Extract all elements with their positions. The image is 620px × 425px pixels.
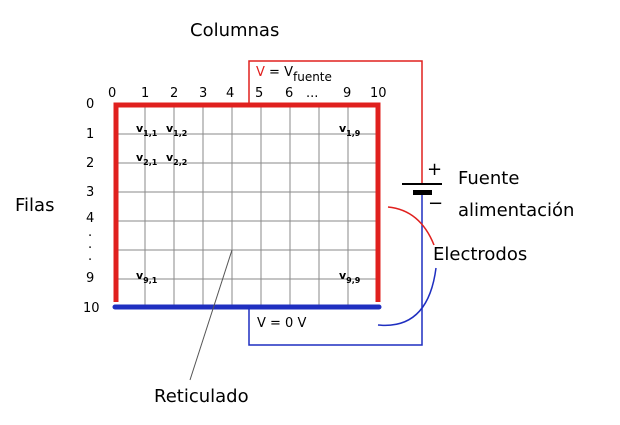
minus-sign: − bbox=[428, 193, 443, 214]
bottom-voltage-label: V = 0 V bbox=[257, 316, 306, 331]
node-label: v9,1 bbox=[136, 269, 158, 285]
row-tick: . bbox=[88, 249, 92, 264]
column-tick: 0 bbox=[108, 86, 116, 101]
plus-sign: + bbox=[427, 159, 442, 180]
row-tick: 10 bbox=[83, 301, 100, 316]
node-labels: v1,1 v1,2 v1,9 v2,1 v2,2 v9,1 v9,9 bbox=[136, 122, 361, 285]
grid bbox=[116, 103, 378, 307]
negative-wire bbox=[248, 193, 423, 346]
grid-label: Reticulado bbox=[154, 386, 249, 407]
node-label: v1,2 bbox=[166, 122, 187, 138]
node-label: v1,1 bbox=[136, 122, 158, 138]
row-tick: . bbox=[88, 225, 92, 240]
rows-title: Filas bbox=[15, 195, 54, 216]
row-tick: 3 bbox=[86, 185, 94, 200]
electrode-pointer-red bbox=[387, 206, 435, 246]
column-tick: 4 bbox=[226, 86, 234, 101]
source-label-line1: Fuente bbox=[458, 168, 519, 189]
electrodes-label: Electrodos bbox=[433, 244, 527, 265]
column-tick: 6 bbox=[285, 86, 293, 101]
node-label: v2,2 bbox=[166, 151, 187, 167]
node-label: v1,9 bbox=[339, 122, 361, 138]
column-tick: 2 bbox=[170, 86, 178, 101]
grid-pointer bbox=[189, 249, 233, 381]
row-tick: 9 bbox=[86, 271, 94, 286]
electrode-pointer-blue bbox=[377, 267, 437, 327]
column-tick: 5 bbox=[255, 86, 263, 101]
column-tick: ... bbox=[306, 86, 318, 101]
column-tick: 9 bbox=[343, 86, 351, 101]
top-voltage-label: V = Vfuente bbox=[256, 65, 332, 84]
column-tick: 10 bbox=[370, 86, 387, 101]
row-ticks: 0 1 2 3 4 . . . 9 10 bbox=[83, 97, 100, 316]
source-label-line2: alimentación bbox=[458, 200, 574, 221]
positive-wire bbox=[248, 60, 423, 183]
node-label: v9,9 bbox=[339, 269, 361, 285]
row-tick: 4 bbox=[86, 211, 94, 226]
row-tick: 1 bbox=[86, 127, 94, 142]
column-ticks: 0 1 2 3 4 5 6 ... 9 10 bbox=[108, 86, 387, 101]
battery-negative-plate bbox=[413, 190, 432, 195]
columns-title: Columnas bbox=[190, 20, 279, 41]
row-tick: 0 bbox=[86, 97, 94, 112]
row-tick: 2 bbox=[86, 156, 94, 171]
row-tick: . bbox=[88, 237, 92, 252]
node-label: v2,1 bbox=[136, 151, 158, 167]
column-tick: 1 bbox=[141, 86, 149, 101]
column-tick: 3 bbox=[199, 86, 207, 101]
high-voltage-electrode bbox=[113, 102, 381, 302]
